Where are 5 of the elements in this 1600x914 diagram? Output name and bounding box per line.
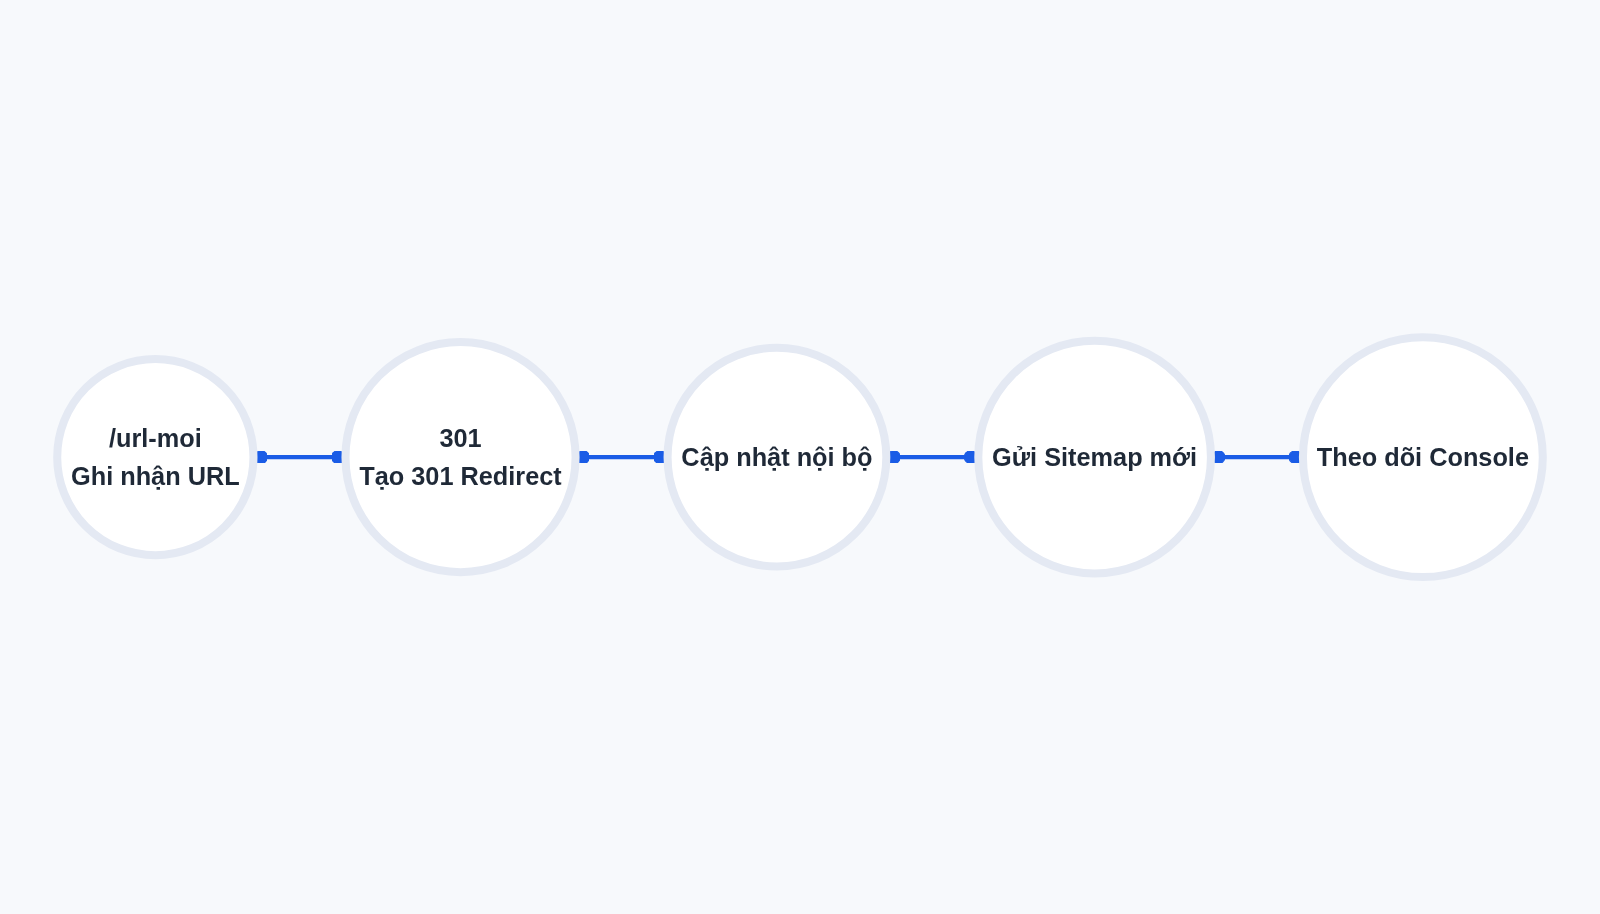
- node-circle: 301 Tạo 301 Redirect: [341, 337, 580, 577]
- node-circle: Gửi Sitemap mới: [974, 336, 1215, 578]
- node-circle: /url-moi Ghi nhận URL: [53, 354, 258, 560]
- node-circle: Cập nhật nội bộ: [663, 343, 891, 571]
- node-circle: Theo dõi Console: [1298, 333, 1547, 581]
